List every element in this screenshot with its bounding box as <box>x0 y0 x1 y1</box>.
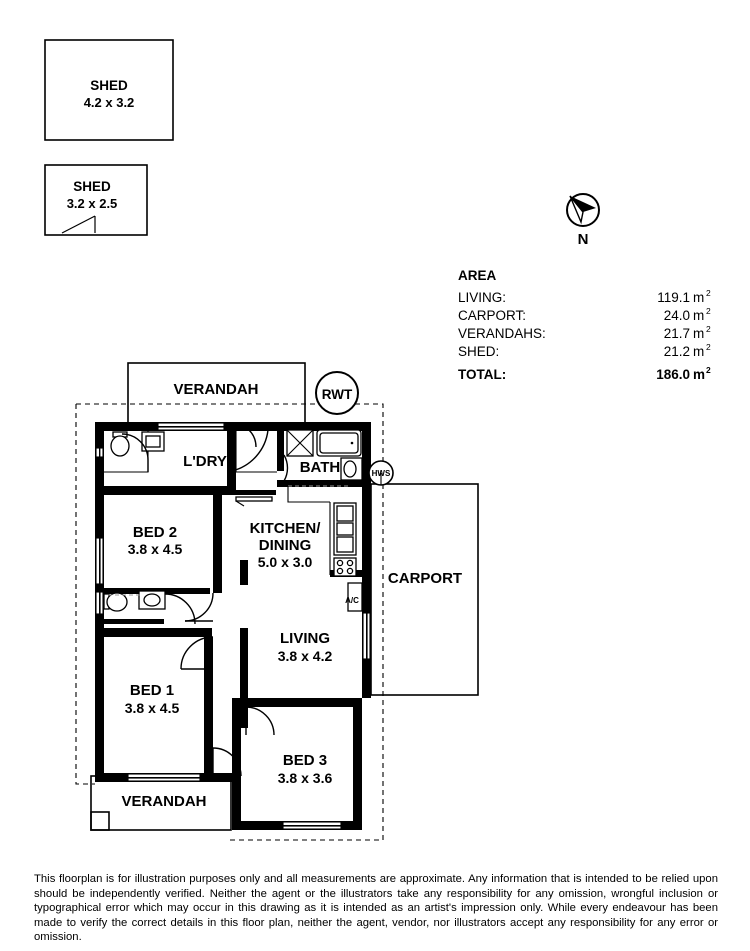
doors <box>121 422 289 777</box>
area-row-label: LIVING: <box>458 290 506 305</box>
door-bed3 <box>245 706 275 736</box>
bath-label: BATH <box>300 459 341 476</box>
shed-1-dim: 4.2 x 3.2 <box>84 95 135 110</box>
area-total-unit-sup: 2 <box>706 365 711 375</box>
area-row-value: 119.1 <box>657 290 690 305</box>
air-conditioner-icon: A/C <box>345 582 363 612</box>
verandah-bottom-label: VERANDAH <box>121 793 206 810</box>
area-row-total: TOTAL: 186.0 m 2 <box>458 365 711 382</box>
area-row-unit-sup: 2 <box>706 324 711 334</box>
area-row-value: 21.2 <box>664 344 690 359</box>
area-row-living: LIVING: 119.1 m 2 <box>458 288 711 305</box>
windows <box>95 422 371 830</box>
door-front-entry <box>231 422 269 472</box>
bed1-label: BED 1 <box>130 682 174 699</box>
bed3-dim: 3.8 x 3.6 <box>278 770 333 786</box>
bed1-dim: 3.8 x 4.5 <box>125 700 180 716</box>
shed-1: SHED 4.2 x 3.2 <box>44 39 174 141</box>
area-row-label: SHED: <box>458 344 499 359</box>
bed3-label: BED 3 <box>283 752 327 769</box>
fridge-icon <box>333 502 357 556</box>
area-row-unit-sup: 2 <box>706 342 711 352</box>
area-row-unit: m <box>693 326 704 341</box>
kitchen-bench-icon <box>235 490 276 507</box>
area-row-label: VERANDAHS: <box>458 326 546 341</box>
disclaimer-text: This floorplan is for illustration purpo… <box>34 873 718 944</box>
cooktop-icon <box>333 557 357 577</box>
door-bed1 <box>180 636 214 670</box>
area-row-label: CARPORT: <box>458 308 526 323</box>
carport-label: CARPORT <box>388 570 462 587</box>
laundry-basin-icon <box>141 431 165 452</box>
area-total-unit: m <box>693 367 705 382</box>
laundry-label: L'DRY <box>183 453 227 470</box>
carport: CARPORT <box>370 483 479 696</box>
site-boundary <box>75 403 384 841</box>
shed-2-name: SHED <box>73 179 111 194</box>
compass-north-icon: N <box>566 193 600 248</box>
area-total-value: 186.0 <box>656 367 690 382</box>
area-legend: AREA LIVING: 119.1 m 2 CARPORT: 24.0 m 2… <box>458 268 711 382</box>
rwt-label: RWT <box>322 387 353 402</box>
kitchen-label: KITCHEN/ <box>250 520 322 537</box>
rwt-tank: RWT <box>315 371 359 415</box>
living-dim: 3.8 x 4.2 <box>278 648 333 664</box>
hws-icon: HWS <box>368 460 394 486</box>
toilet-icon-wc <box>103 592 128 612</box>
area-row-carport: CARPORT: 24.0 m 2 <box>458 306 711 323</box>
shed-2-dim: 3.2 x 2.5 <box>67 196 118 211</box>
kitchen-dim: 5.0 x 3.0 <box>258 554 313 570</box>
area-row-unit: m <box>693 308 704 323</box>
area-row-verandahs: VERANDAHS: 21.7 m 2 <box>458 324 711 341</box>
area-row-value: 24.0 <box>664 308 690 323</box>
door-wc <box>164 593 196 625</box>
area-row-unit: m <box>693 344 704 359</box>
toilet-icon-laundry <box>110 431 130 457</box>
area-total-label: TOTAL: <box>458 367 506 382</box>
wc-basin-icon <box>138 590 166 610</box>
area-row-value: 21.7 <box>664 326 690 341</box>
dining-label: DINING <box>259 537 312 554</box>
bed2-dim: 3.8 x 4.5 <box>128 541 183 557</box>
area-title: AREA <box>458 268 497 283</box>
verandah-top-label: VERANDAH <box>173 381 258 398</box>
area-row-unit-sup: 2 <box>706 306 711 316</box>
door-bath <box>277 454 289 482</box>
verandah-bottom: VERANDAH <box>90 775 232 831</box>
house-walls <box>95 422 371 830</box>
door-laundry-wc <box>121 433 149 472</box>
room-labels: L'DRY BATH BED 2 3.8 x 4.5 KITCHEN/ DINI… <box>125 453 341 786</box>
area-row-shed: SHED: 21.2 m 2 <box>458 342 711 359</box>
area-row-unit-sup: 2 <box>706 288 711 298</box>
vanity-icon <box>340 457 363 481</box>
bed2-label: BED 2 <box>133 524 177 541</box>
living-label: LIVING <box>280 630 330 647</box>
fixtures: A/C HWS <box>103 429 394 612</box>
door-rear <box>212 747 242 777</box>
bathtub-icon <box>316 429 362 457</box>
shed-2: SHED 3.2 x 2.5 <box>44 164 148 236</box>
ac-label: A/C <box>345 596 359 605</box>
area-row-unit: m <box>693 290 704 305</box>
verandah-top: VERANDAH <box>127 362 306 424</box>
shed-1-name: SHED <box>90 78 128 93</box>
compass-label: N <box>578 231 589 248</box>
door-bed2 <box>184 592 214 622</box>
shower-icon <box>286 429 314 457</box>
